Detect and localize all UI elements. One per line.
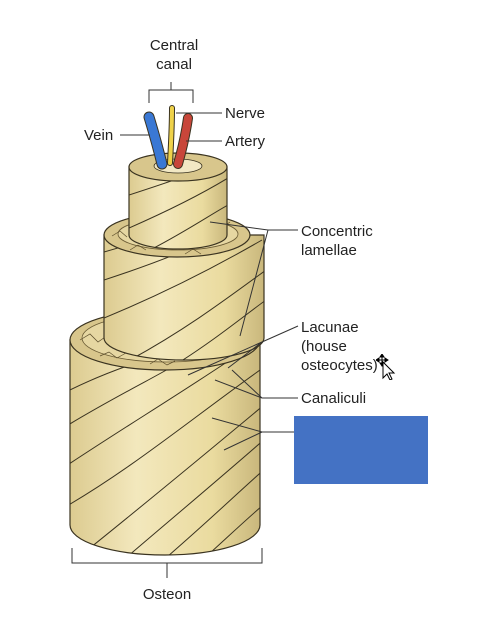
- osteon-bracket: [71, 548, 263, 578]
- vein-label: Vein: [84, 127, 114, 144]
- concentric-lamellae-label: Concentric lamellae: [301, 222, 373, 260]
- outer-lamella-cylinder: [69, 339, 261, 556]
- answer-box[interactable]: [294, 416, 428, 484]
- nerve-label: Nerve: [225, 105, 266, 122]
- concentric-lamellae-line1: Concentric: [301, 223, 373, 240]
- central-canal-label-line2: canal: [156, 56, 192, 73]
- central-canal-bracket: [148, 82, 194, 103]
- canaliculi-leader: [214, 369, 298, 399]
- move-cursor-icon: [376, 354, 396, 380]
- lacunae-line1: Lacunae: [301, 319, 359, 336]
- artery-vessel: [173, 113, 193, 169]
- osteon-label: Osteon: [142, 586, 192, 603]
- lacunae-label: Lacunae (house osteocytes): [301, 318, 378, 375]
- artery-label: Artery: [225, 133, 266, 150]
- central-canal-label-line1: Central: [149, 37, 199, 54]
- lacunae-line3: osteocytes): [301, 357, 378, 374]
- answer-leader: [211, 417, 296, 451]
- lacunae-leader: [187, 325, 299, 376]
- canaliculi-label: Canaliculi: [301, 390, 367, 407]
- inner-lamella-cylinder: [128, 166, 228, 250]
- lacunae-line2: (house: [301, 338, 347, 355]
- nerve-vessel: [167, 105, 175, 166]
- vein-vessel: [143, 111, 168, 170]
- concentric-lamellae-leader: [209, 221, 298, 337]
- central-canal-label: Central canal: [136, 36, 212, 74]
- concentric-lamellae-line2: lamellae: [301, 242, 357, 259]
